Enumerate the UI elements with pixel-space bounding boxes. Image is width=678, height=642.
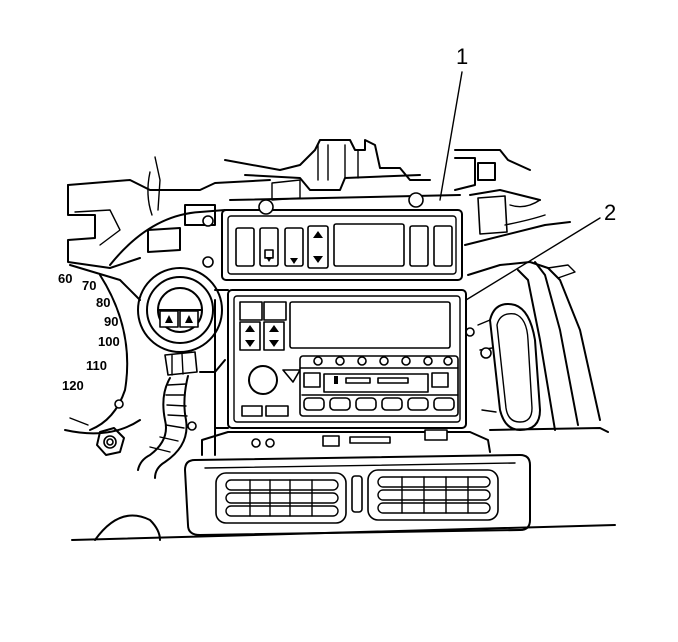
- left-air-vent: [215, 472, 347, 524]
- speed-label-80: 80: [96, 295, 110, 310]
- speed-label-100: 100: [98, 334, 120, 349]
- radio-unit: [214, 289, 467, 456]
- callout-label-2: 2: [604, 200, 616, 225]
- climate-control-panel: [221, 192, 463, 281]
- callout-label-1: 1: [456, 44, 468, 69]
- speed-label-120: 120: [62, 378, 84, 393]
- speed-label-60: 60: [58, 271, 72, 286]
- wiring-harness: [137, 351, 226, 479]
- round-control-knob: [137, 267, 223, 353]
- speed-label-90: 90: [104, 314, 118, 329]
- speed-label-110: 110: [86, 358, 107, 373]
- dashboard-frame: [64, 139, 616, 541]
- callout-2: 2: [465, 200, 616, 301]
- air-vent-assembly: [184, 454, 531, 536]
- callout-1: 1: [439, 44, 468, 201]
- lower-bezel: [201, 429, 491, 456]
- speed-label-70: 70: [82, 278, 96, 293]
- right-air-vent: [367, 469, 499, 521]
- speedometer-scale: 60 70 80 90 100 110 120: [58, 271, 120, 393]
